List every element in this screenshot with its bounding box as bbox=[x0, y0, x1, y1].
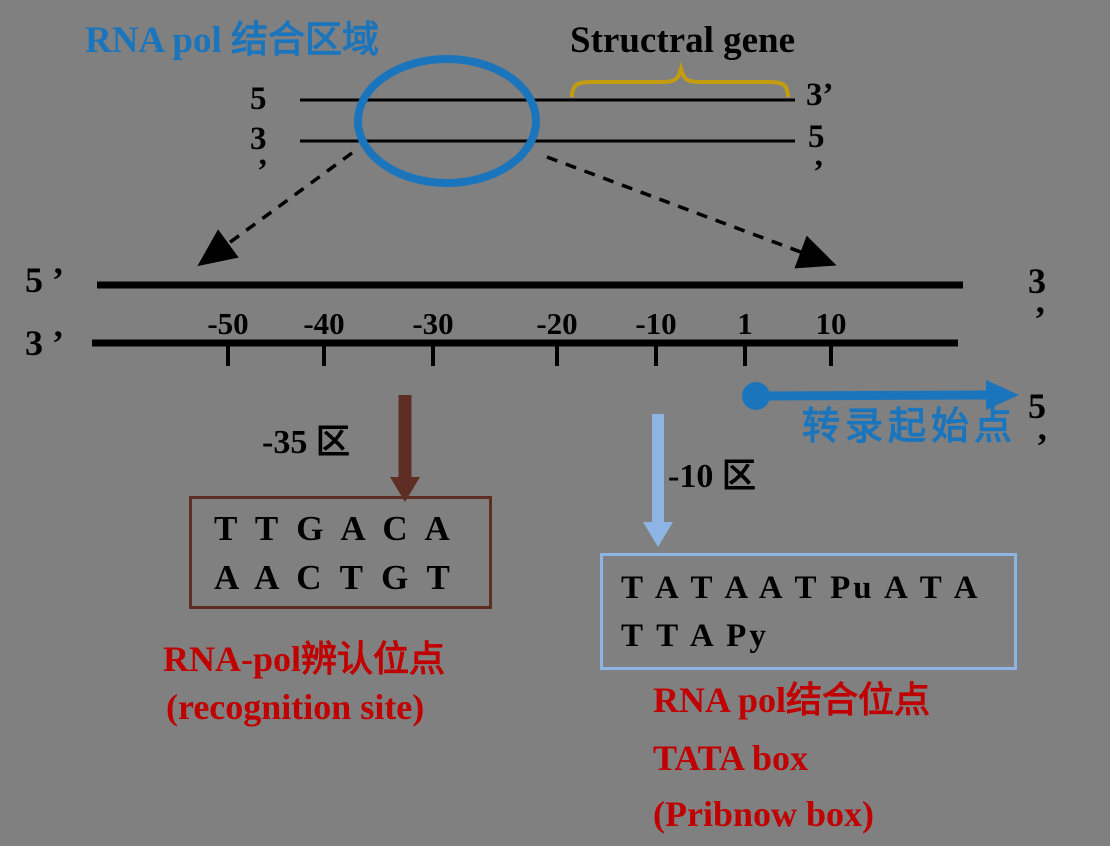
position-label: 10 bbox=[815, 306, 847, 341]
minus10-region-label: -10 区 bbox=[668, 458, 756, 495]
promoter-5prime-right-label: 5 bbox=[1028, 386, 1046, 426]
structural-gene-title: Structral gene bbox=[570, 20, 796, 61]
dna-5prime-right-prime-mark: ’ bbox=[813, 154, 824, 190]
tata-box-caption-name: TATA box bbox=[653, 738, 809, 778]
pribnow-box-caption: (Pribnow box) bbox=[653, 794, 875, 834]
position-label: -50 bbox=[207, 306, 249, 341]
rna-pol-binding-region-title: RNA pol 结合区域 bbox=[85, 20, 379, 61]
promoter-3prime-right-prime-mark: ’ bbox=[1034, 299, 1046, 339]
recognition-site-caption-en: (recognition site) bbox=[166, 687, 425, 727]
dna-3prime-right-label: 3’ bbox=[806, 77, 834, 113]
structural-gene-brace-icon bbox=[570, 61, 790, 98]
transcription-start-label: 转录起始点 bbox=[802, 406, 1018, 448]
position-label: -20 bbox=[536, 306, 578, 341]
minus10-arrowhead-icon bbox=[643, 522, 673, 547]
minus35-arrowhead-icon bbox=[390, 477, 420, 502]
promoter-5prime-left-label: 5 ’ bbox=[25, 260, 64, 300]
rna-polymerase-ellipse-icon bbox=[354, 55, 540, 187]
promoter-3prime-right-label: 3 bbox=[1028, 261, 1046, 301]
position-label: -40 bbox=[303, 306, 345, 341]
minus35-region-label: -35 区 bbox=[262, 424, 350, 461]
dna-5prime-left-label: 5 bbox=[250, 81, 267, 117]
promoter-5prime-right-prime-mark: ’ bbox=[1036, 426, 1048, 466]
recognition-site-caption-cn: RNA-pol辨认位点 bbox=[163, 639, 446, 679]
transcription-start-arrowhead-icon bbox=[986, 380, 1019, 410]
minus10-sequence-bottom-strand: T T A Py bbox=[621, 618, 769, 654]
minus35-sequence-box: T T G A C A A A C T G T bbox=[189, 496, 492, 609]
position-label: -30 bbox=[412, 306, 454, 341]
minus10-sequence-box: T A T A A T Pu A T A T T A Py bbox=[600, 553, 1017, 670]
dna-5prime-right-label: 5 bbox=[808, 119, 825, 155]
position-label: 1 bbox=[737, 306, 753, 341]
promoter-3prime-left-label: 3 ’ bbox=[25, 323, 64, 363]
tata-box-caption-cn: RNA pol结合位点 bbox=[653, 680, 931, 720]
position-label: -10 bbox=[635, 306, 677, 341]
zoom-callout-arrow-left-icon bbox=[197, 151, 354, 267]
minus35-sequence-top-strand: T T G A C A bbox=[214, 509, 455, 548]
dna-3prime-left-label: 3 bbox=[250, 121, 267, 157]
minus10-sequence-top-strand: T A T A A T Pu A T A bbox=[621, 570, 981, 606]
transcription-start-arrow-icon bbox=[755, 390, 987, 401]
dna-3prime-left-prime-mark: ’ bbox=[257, 153, 268, 189]
minus35-sequence-bottom-strand: A A C T G T bbox=[214, 558, 455, 597]
zoom-callout-arrow-right-icon bbox=[546, 155, 837, 269]
